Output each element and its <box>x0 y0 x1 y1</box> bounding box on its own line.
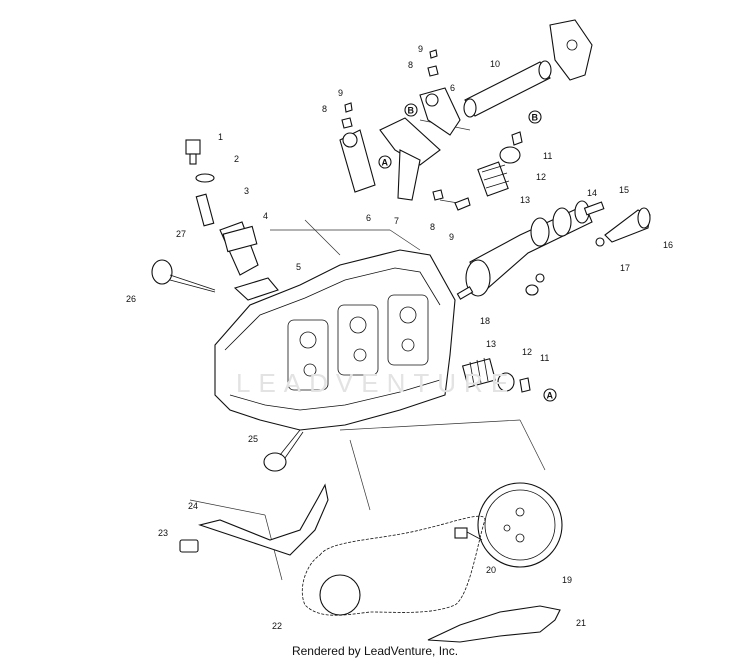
callout-b-2: B <box>532 113 539 123</box>
part-label-9c: 9 <box>449 232 454 242</box>
part-label-27: 27 <box>176 229 186 239</box>
part-label-8a: 8 <box>322 104 327 114</box>
part-label-15: 15 <box>619 185 629 195</box>
part-label-13b: 13 <box>486 339 496 349</box>
valves <box>151 259 304 472</box>
cylinder-head <box>214 249 456 431</box>
part-label-7: 7 <box>394 216 399 226</box>
part-label-25: 25 <box>248 434 258 444</box>
part-label-13a: 13 <box>520 195 530 205</box>
rocker-shaft <box>463 60 552 118</box>
part-labels: 1 2 3 4 5 6 6 7 8 8 8 9 9 9 10 11 11 12 … <box>126 44 673 631</box>
part-label-6a: 6 <box>366 213 371 223</box>
part-label-21: 21 <box>576 618 586 628</box>
cam-fasteners <box>456 201 651 300</box>
rocker-bracket <box>549 19 593 81</box>
part-label-18: 18 <box>480 316 490 326</box>
part-label-12b: 12 <box>522 347 532 357</box>
part-label-1: 1 <box>218 132 223 142</box>
part-label-20: 20 <box>486 565 496 575</box>
callout-b-1: B <box>408 106 415 116</box>
timing-chain <box>301 515 486 616</box>
part-label-19: 19 <box>562 575 572 585</box>
part-label-3: 3 <box>244 186 249 196</box>
part-label-16: 16 <box>663 240 673 250</box>
nuts-adjusters <box>341 49 471 211</box>
footer-credit: Rendered by LeadVenture, Inc. <box>291 644 459 658</box>
part-label-9a: 9 <box>338 88 343 98</box>
part-label-5: 5 <box>296 262 301 272</box>
part-label-9b: 9 <box>418 44 423 54</box>
sprocket-bolt <box>454 527 483 541</box>
part-label-24: 24 <box>188 501 198 511</box>
part-label-8c: 8 <box>430 222 435 232</box>
chain-guide <box>179 483 329 556</box>
rocker-arms <box>339 87 461 201</box>
part-label-22: 22 <box>272 621 282 631</box>
valve-keepers <box>511 131 531 393</box>
part-label-17: 17 <box>620 263 630 273</box>
valve-springs <box>461 146 521 392</box>
cam-sprocket <box>477 482 563 568</box>
part-label-12a: 12 <box>536 172 546 182</box>
tensioner-assembly <box>185 139 279 301</box>
part-label-8b: 8 <box>408 60 413 70</box>
part-label-11b: 11 <box>540 353 549 363</box>
tensioner-blade <box>427 605 561 643</box>
part-label-4: 4 <box>263 211 268 221</box>
part-label-10: 10 <box>490 59 500 69</box>
callout-a-1: A <box>382 158 389 168</box>
callout-a-2: A <box>547 391 554 401</box>
callout-markers: A B B A <box>378 103 557 402</box>
part-label-11a: 11 <box>543 151 552 161</box>
part-label-26: 26 <box>126 294 136 304</box>
part-label-6b: 6 <box>450 83 455 93</box>
camshaft <box>465 200 593 297</box>
part-label-23: 23 <box>158 528 168 538</box>
part-label-14: 14 <box>587 188 597 198</box>
watermark: LEADVENTURE <box>236 368 517 398</box>
part-label-2: 2 <box>234 154 239 164</box>
